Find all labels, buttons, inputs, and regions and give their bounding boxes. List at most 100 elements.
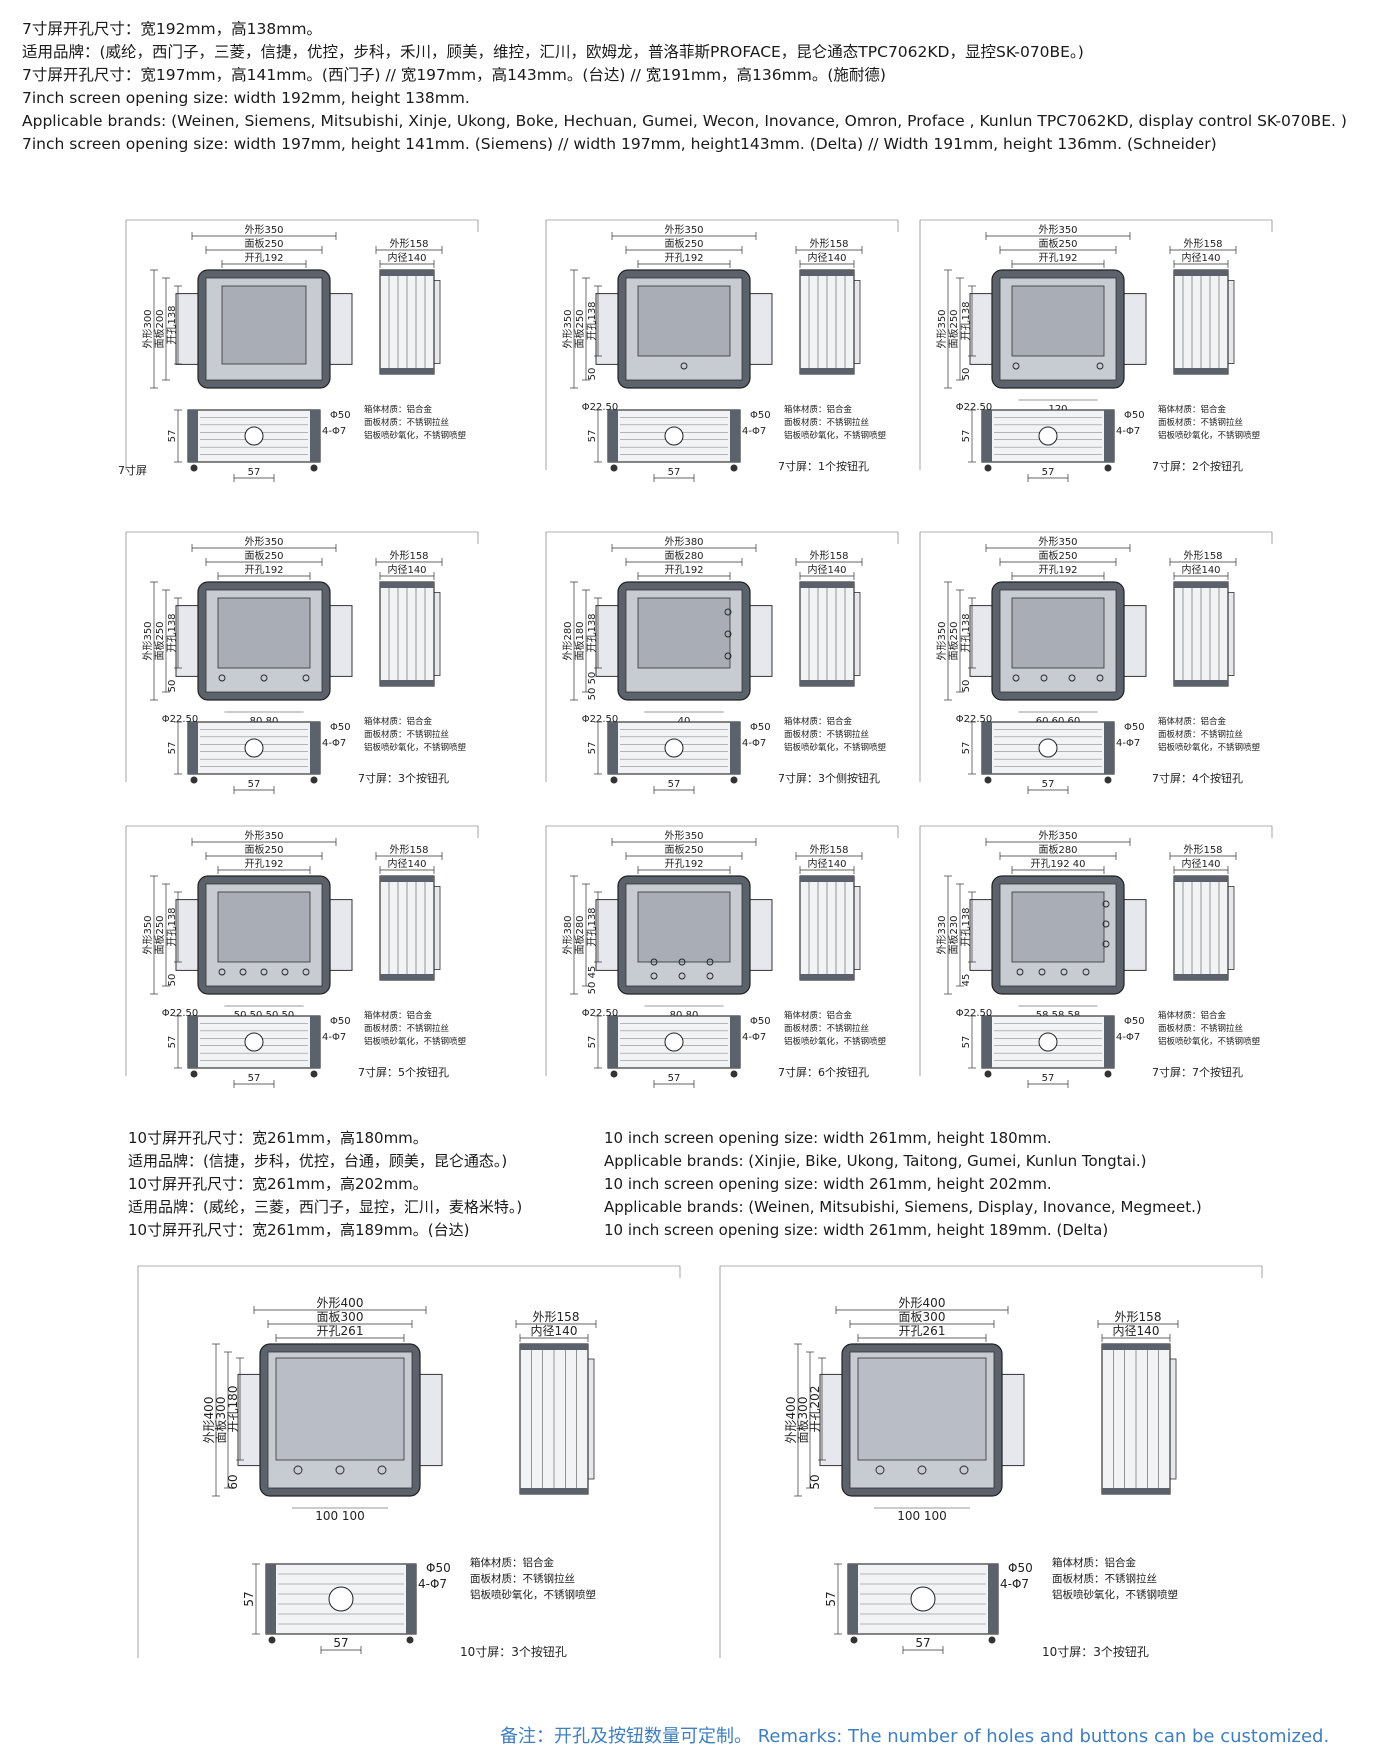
- enclosure-panel-3: 外形350面板250开孔192外形350面板250开孔13850120Φ22.5…: [912, 212, 1282, 482]
- side-view-bottom: [1102, 1488, 1170, 1494]
- right-handle: [329, 899, 353, 971]
- material-note: 箱体材质：铝合金: [1158, 716, 1227, 727]
- spec-line: 适用品牌：(信捷，步科，优控，台通，顾美，昆仑通态。): [128, 1152, 508, 1170]
- depth-label: 57: [961, 1036, 972, 1049]
- foot-left: [190, 464, 198, 472]
- cable-offset-label: 57: [248, 1073, 261, 1084]
- bottom-view-left: [982, 1016, 992, 1068]
- panel-width-label: 面板300: [899, 1310, 946, 1324]
- cutout-height-label: 开孔138: [166, 907, 178, 946]
- panel-width-label: 面板250: [244, 237, 283, 250]
- spec-line: 10寸屏开孔尺寸：宽261mm，高189mm。(台达): [128, 1221, 470, 1239]
- cutout-height-label: 开孔138: [960, 301, 972, 340]
- button-diameter-label: Φ22.50: [162, 714, 199, 725]
- right-handle: [419, 1373, 443, 1467]
- bottom-view-right: [730, 1016, 740, 1068]
- cable-hole: [1038, 1032, 1058, 1052]
- cutout-height-label: 开孔138: [960, 907, 972, 946]
- button-hole: [706, 972, 714, 980]
- drawing-caption: 7寸屏：5个按钮孔: [358, 1065, 449, 1079]
- material-note: 铝板喷砂氧化，不锈钢喷塑: [1158, 742, 1261, 753]
- outer-height-label: 外形300: [142, 309, 154, 348]
- side-outer-label: 外形158: [1183, 238, 1222, 250]
- spec-line: 10 inch screen opening size: width 261mm…: [604, 1129, 1052, 1147]
- panel-height-label: 面板250: [947, 309, 960, 348]
- material-note: 铝板喷砂氧化，不锈钢喷塑: [364, 1036, 467, 1047]
- cable-offset-label: 57: [333, 1636, 348, 1650]
- spec-line: 适用品牌：(威纶，三菱，西门子，显控，汇川，麦格米特。): [128, 1198, 523, 1216]
- button-hole: [1060, 968, 1068, 976]
- outer-width-label: 外形350: [1038, 536, 1077, 548]
- outer-width-label: 外形350: [664, 224, 703, 236]
- left-handle: [969, 293, 993, 365]
- cable-offset-label: 57: [248, 779, 261, 790]
- foot-right: [406, 1636, 414, 1644]
- drawing-caption: 7寸屏：4个按钮孔: [1152, 771, 1243, 785]
- side-view-bottom: [1174, 368, 1228, 374]
- cutout-width-label: 开孔192: [244, 858, 283, 870]
- bottom-view-right: [310, 1016, 320, 1068]
- cable-hole: [244, 738, 264, 758]
- material-note: 铝板喷砂氧化，不锈钢喷塑: [784, 742, 887, 753]
- side-view-bottom: [800, 974, 854, 980]
- side-view-bottom: [800, 680, 854, 686]
- outer-width-label: 外形350: [244, 536, 283, 548]
- cable-hole-label: Φ50: [750, 410, 771, 421]
- material-note: 面板材质：不锈钢拉丝: [364, 417, 450, 428]
- side-inner-label: 内径140: [387, 251, 426, 264]
- button-hole: [678, 972, 686, 980]
- button-hole: [260, 674, 268, 682]
- bottom-offset-label: 60: [226, 1474, 240, 1489]
- spec-line: 10寸屏开孔尺寸：宽261mm，高180mm。: [128, 1129, 428, 1147]
- screen-cutout: [275, 1357, 405, 1461]
- cable-hole-label: Φ50: [330, 410, 351, 421]
- bottom-offset-label: 50: [961, 368, 972, 381]
- material-note: 铝板喷砂氧化，不锈钢喷塑: [1158, 1036, 1261, 1047]
- cutout-width-label: 开孔192: [664, 252, 703, 264]
- button-hole: [302, 968, 310, 976]
- cable-hole: [1038, 738, 1058, 758]
- button-spacing-label: 100 100: [315, 1509, 365, 1523]
- panel-width-label: 面板250: [1038, 237, 1077, 250]
- cable-offset-label: 57: [1042, 779, 1055, 790]
- material-note: 箱体材质：铝合金: [784, 716, 853, 727]
- enclosure-drawing: 外形350面板250开孔192外形350面板250开孔1385060 60 60…: [919, 531, 1273, 794]
- bottom-offset-label: 50 45: [587, 966, 598, 995]
- outer-width-label: 外形400: [317, 1296, 364, 1310]
- outer-width-label: 外形350: [244, 224, 283, 236]
- material-note: 面板材质：不锈钢拉丝: [784, 417, 870, 428]
- side-view-bottom: [1174, 974, 1228, 980]
- left-handle: [175, 293, 199, 365]
- side-view-bottom: [520, 1488, 588, 1494]
- button-diameter-label: Φ22.50: [956, 402, 993, 413]
- outer-height-label: 外形400: [784, 1397, 798, 1444]
- button-hole: [1102, 920, 1110, 928]
- cable-hole: [1038, 426, 1058, 446]
- material-note: 箱体材质：铝合金: [364, 1010, 433, 1021]
- cable-offset-label: 57: [915, 1636, 930, 1650]
- side-view-bottom: [1174, 680, 1228, 686]
- depth-label: 57: [824, 1591, 838, 1606]
- outer-width-label: 外形380: [664, 536, 703, 548]
- left-handle: [969, 605, 993, 677]
- cable-hole-label: Φ50: [1008, 1561, 1033, 1575]
- cutout-height-label: 开孔138: [586, 907, 598, 946]
- bottom-view-left: [982, 410, 992, 462]
- button-hole: [377, 1465, 387, 1475]
- bottom-view-left: [188, 722, 198, 774]
- cable-hole: [244, 1032, 264, 1052]
- side-inner-label: 内径140: [531, 1324, 578, 1338]
- button-hole: [650, 958, 658, 966]
- side-inner-label: 内径140: [807, 563, 846, 576]
- intro-line: Applicable brands: (Weinen, Siemens, Mit…: [22, 112, 1347, 130]
- foot-left: [850, 1636, 858, 1644]
- side-outer-label: 外形158: [809, 550, 848, 562]
- panel-width-label: 面板250: [244, 843, 283, 856]
- button-hole: [302, 674, 310, 682]
- bottom-view-right: [730, 722, 740, 774]
- side-view-bottom: [380, 368, 434, 374]
- side-view-top: [1174, 582, 1228, 588]
